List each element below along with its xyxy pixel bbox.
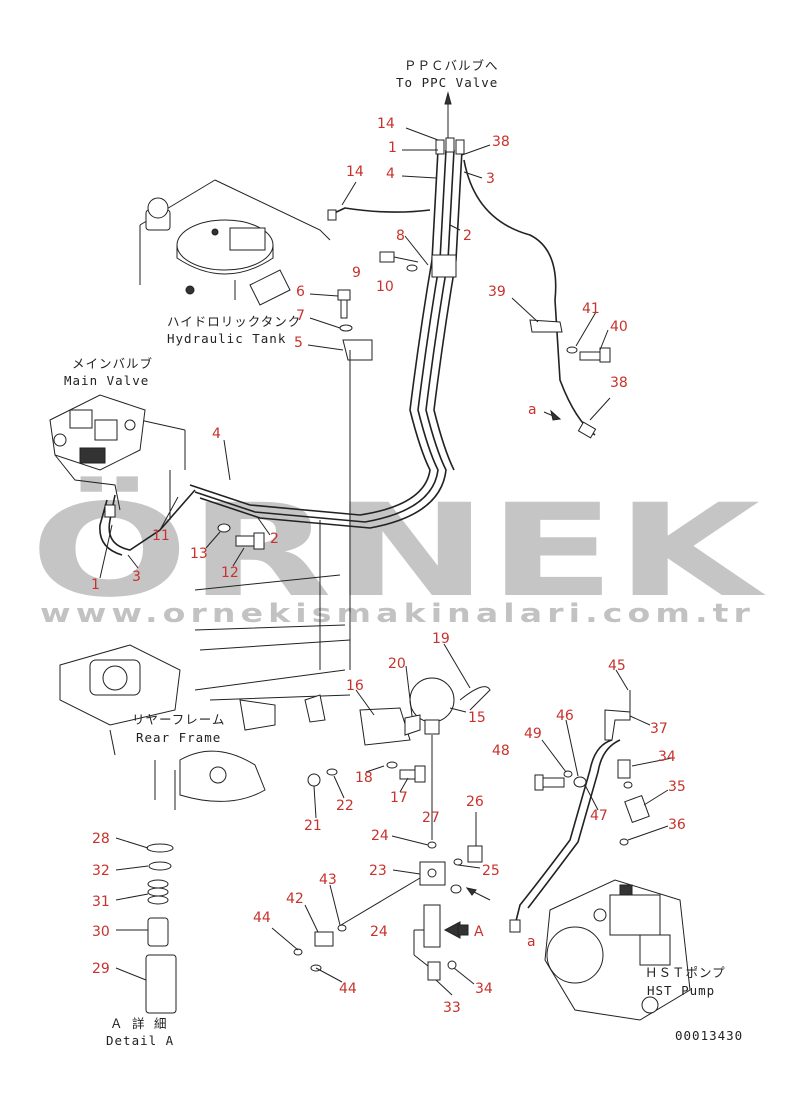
callout: 42	[286, 891, 304, 907]
callout: 36	[668, 817, 686, 833]
callout: 14	[346, 164, 364, 180]
callout: 10	[376, 279, 394, 295]
hose-47	[514, 739, 613, 926]
callout: 34	[658, 749, 676, 765]
callout: 41	[582, 301, 600, 317]
callout: 22	[336, 798, 354, 814]
drawing-number: 00013430	[675, 1028, 743, 1043]
callout: 1	[91, 577, 100, 593]
callout: 16	[346, 678, 364, 694]
callout: 4	[212, 426, 221, 442]
callout: 37	[650, 721, 668, 737]
callout: 27	[422, 810, 440, 826]
callout: 45	[608, 658, 626, 674]
callout: 44	[339, 981, 357, 997]
hst-pump-label-en: HST Pump	[647, 983, 715, 998]
callout: 24	[370, 924, 388, 940]
callout: 35	[668, 779, 686, 795]
bolt-12-13	[217, 523, 265, 550]
callout-numbers: 14 1 4 38 3 14 2 8 9 10 6 7 5 39 41 40 3…	[91, 116, 686, 1016]
callout: 4	[386, 166, 395, 182]
callout: 1	[388, 140, 397, 156]
callout: 33	[443, 1000, 461, 1016]
callout: 32	[92, 863, 110, 879]
arrow-a: a	[528, 402, 562, 421]
callout: 44	[253, 910, 271, 926]
callout: 28	[92, 831, 110, 847]
callout: 2	[270, 531, 279, 547]
callout: 43	[319, 872, 337, 888]
ppc-valve-label: ＰＰＣバルブへ To PPC Valve	[396, 58, 499, 140]
callout: 25	[482, 863, 500, 879]
tank-label-en: Hydraulic Tank	[167, 331, 286, 346]
bracket-45	[604, 709, 631, 741]
hst-pump: ＨＳＴポンプ HST Pump	[544, 879, 726, 1021]
callout: 38	[610, 375, 628, 391]
callout: 8	[396, 228, 405, 244]
rear-frame-label-en: Rear Frame	[136, 730, 221, 745]
callout: 20	[388, 656, 406, 672]
callout: 34	[475, 981, 493, 997]
hose-14	[329, 207, 431, 216]
hydraulic-tank: ハイドロリックタンク Hydraulic Tank	[139, 179, 331, 346]
callout: 17	[390, 790, 408, 806]
callout: 9	[352, 265, 361, 281]
watermark: ÖRNEK www.ornekismakinalari.com.tr	[30, 476, 767, 629]
ppc-label-jp: ＰＰＣバルブへ	[404, 58, 499, 73]
callout: 46	[556, 708, 574, 724]
callout: 15	[468, 710, 486, 726]
clamp-39	[529, 319, 563, 333]
main-valve-label-en: Main Valve	[64, 373, 149, 388]
main-valve-label-jp: メインバルブ	[72, 356, 153, 371]
callout: 5	[294, 335, 303, 351]
callout: 14	[377, 116, 395, 132]
callout: 49	[524, 726, 542, 742]
callout: 13	[190, 546, 208, 562]
leader-lines	[99, 127, 673, 996]
rear-frame: リヤーフレーム Rear Frame	[59, 574, 351, 810]
callout: 21	[304, 818, 322, 834]
callout: 2	[463, 228, 472, 244]
callout: 12	[221, 565, 239, 581]
callout: 23	[369, 863, 387, 879]
callout: 39	[488, 284, 506, 300]
arrow-a-label-2: a	[527, 934, 536, 950]
callout: 7	[296, 308, 305, 324]
arrow-A-label: A	[474, 924, 484, 940]
callout: 26	[466, 794, 484, 810]
detail-label-en: Detail A	[106, 1033, 174, 1048]
callout: 24	[371, 828, 389, 844]
accumulator	[307, 677, 491, 840]
callout: 40	[610, 319, 628, 335]
hst-pump-label-jp: ＨＳＴポンプ	[645, 965, 726, 980]
arrow-up-icon	[444, 91, 452, 105]
callout: 38	[492, 134, 510, 150]
hose-bundle	[189, 137, 597, 529]
rear-frame-label-jp: リヤーフレーム	[132, 712, 225, 727]
callout: 3	[132, 569, 141, 585]
detail-a: Ａ 詳 細 Detail A	[106, 843, 177, 1048]
callout: 47	[590, 808, 608, 824]
callout: 11	[152, 528, 170, 544]
callout: 19	[432, 631, 450, 647]
detail-label-jp: Ａ 詳 細	[110, 1016, 168, 1031]
callout: 6	[296, 284, 305, 300]
fittings: A	[293, 841, 491, 981]
arrow-a-label-1: a	[528, 402, 537, 418]
bolts	[337, 251, 611, 363]
tank-label-jp: ハイドロリックタンク	[167, 314, 301, 329]
watermark-url: www.ornekismakinalari.com.tr	[40, 599, 755, 629]
callout: 30	[92, 924, 110, 940]
ppc-label-en: To PPC Valve	[396, 75, 498, 90]
watermark-brand: ÖRNEK	[30, 476, 767, 626]
callout: 48	[492, 743, 510, 759]
callout: 3	[486, 171, 495, 187]
callout: 18	[355, 770, 373, 786]
callout: 31	[92, 894, 110, 910]
main-valve: メインバルブ Main Valve	[49, 356, 196, 556]
callout: 29	[92, 961, 110, 977]
